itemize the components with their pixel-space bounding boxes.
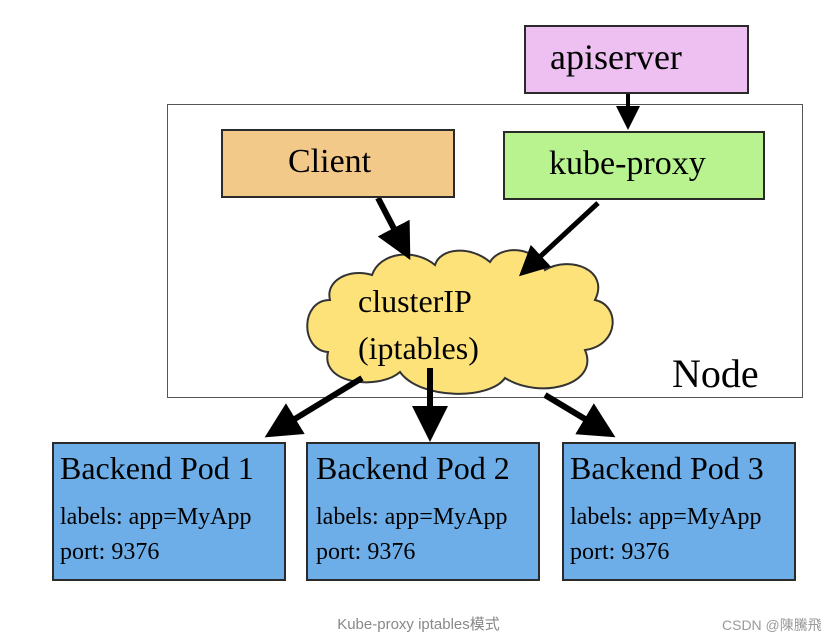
node-label: Node: [672, 351, 759, 396]
backend-pod-1: Backend Pod 1 labels: app=MyApp port: 93…: [52, 442, 286, 581]
kube-proxy-box: [503, 131, 765, 200]
figure-caption: Kube-proxy iptables模式: [337, 616, 500, 633]
arrow-clusterip-to-pod3: [543, 392, 616, 438]
client-label: Client: [288, 143, 372, 180]
pod-port: port: 9376: [60, 539, 160, 565]
pod-port: port: 9376: [570, 539, 670, 565]
pod-title: Backend Pod 2: [316, 450, 510, 486]
pod-title: Backend Pod 3: [570, 450, 764, 486]
arrow-client-to-clusterip: [375, 196, 411, 260]
client-box: [221, 129, 455, 198]
cluster-ip-cloud: [306, 249, 614, 395]
cluster-ip-label: clusterIP: [358, 283, 472, 319]
pod-labels: labels: app=MyApp: [316, 504, 508, 530]
arrow-clusterip-to-pod1: [264, 375, 364, 438]
backend-pod-2: Backend Pod 2 labels: app=MyApp port: 93…: [306, 442, 540, 581]
pod-labels: labels: app=MyApp: [60, 504, 252, 530]
node-frame: [167, 104, 803, 398]
pod-labels: labels: app=MyApp: [570, 504, 762, 530]
backend-pod-3: Backend Pod 3 labels: app=MyApp port: 93…: [562, 442, 796, 581]
iptables-label: (iptables): [358, 330, 479, 366]
apiserver-label: apiserver: [550, 37, 682, 77]
apiserver-box: [524, 25, 749, 94]
pod-title: Backend Pod 1: [60, 450, 254, 486]
arrow-kubeproxy-to-clusterip: [518, 201, 600, 277]
pod-port: port: 9376: [316, 539, 416, 565]
watermark: CSDN @陳騰飛: [722, 617, 822, 633]
kube-proxy-label: kube-proxy: [549, 145, 706, 182]
